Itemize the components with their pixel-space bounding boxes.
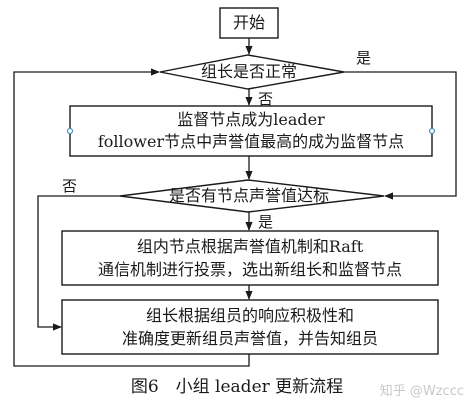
- arrow-loop-back: [13, 68, 250, 367]
- update-node: [61, 299, 439, 355]
- update-label-line1: 组长根据组员的响应积极性和: [145, 306, 354, 325]
- monitor-node: [69, 105, 433, 157]
- update-label-line2: 准确度更新组员声誉值，并告知组员: [121, 329, 378, 348]
- start-node: [219, 7, 279, 39]
- watermark: 知乎 @Wzccc: [379, 384, 464, 399]
- connector-dot-left: [66, 127, 74, 135]
- label-yes-mid: 是: [258, 213, 274, 231]
- monitor-label-line2: follower节点中声誉值最高的成为监督节点: [97, 132, 405, 151]
- label-no-top: 否: [258, 90, 274, 108]
- figure-caption: 图6 小组 leader 更新流程: [130, 377, 344, 397]
- monitor-label-line1: 监督节点成为leader: [177, 110, 325, 129]
- start-label: 开始: [232, 13, 265, 32]
- vote-label-line2: 通信机制进行投票，选出新组长和监督节点: [97, 260, 402, 279]
- vote-node: [61, 230, 439, 286]
- vote-label-line1: 组内节点根据声誉值机制和Raft: [136, 237, 364, 256]
- decision-leader-label: 组长是否正常: [200, 62, 297, 81]
- arrow-yes-right-loop: [344, 71, 457, 200]
- connector-dot-right: [428, 127, 436, 135]
- label-yes-top: 是: [356, 49, 372, 67]
- arrow-no-left-branch: [37, 195, 120, 331]
- decision-reputation-node: [119, 179, 385, 213]
- decision-reputation-label: 是否有节点声誉值达标: [168, 186, 329, 205]
- label-no-left: 否: [62, 177, 78, 195]
